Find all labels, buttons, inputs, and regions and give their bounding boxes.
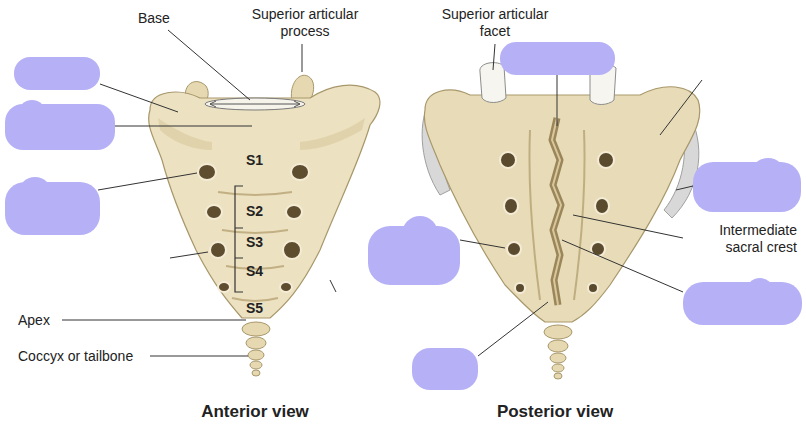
median-sacral-crest	[552, 118, 561, 305]
coccyx	[544, 325, 572, 339]
blank-label-cloud	[750, 158, 786, 194]
sacral-foramina	[210, 242, 226, 258]
bracket	[235, 186, 243, 292]
leader-lines	[557, 75, 558, 126]
segment-label: S1	[246, 152, 276, 169]
leader-lines	[150, 356, 248, 357]
view-caption: Anterior view	[170, 402, 340, 422]
coccyx	[550, 353, 566, 363]
coccyx	[544, 325, 572, 379]
transverse-ridges	[218, 192, 292, 195]
anterior-sacrum	[149, 75, 380, 376]
posterior-foramina	[588, 283, 598, 293]
lateral-ridges	[529, 130, 584, 300]
transverse-ridges	[218, 192, 292, 301]
transverse-ridges	[222, 230, 288, 233]
posterior-foramina	[598, 152, 614, 168]
blank-label-cloud	[746, 278, 774, 306]
part-label: Base	[138, 10, 198, 27]
sacral-foramina	[218, 282, 230, 292]
blank-label-cloud	[500, 42, 615, 75]
posterior-foramina	[595, 198, 609, 214]
coccyx	[548, 340, 568, 352]
leader-lines	[100, 84, 178, 112]
part-label: Coccyx or tailbone	[18, 348, 158, 365]
segment-label: S2	[246, 203, 276, 220]
view-caption: Posterior view	[465, 402, 645, 422]
ala-shading	[158, 118, 212, 150]
part-label: Superior articular facet	[430, 6, 560, 40]
posterior-foramina	[504, 198, 518, 214]
part-label: Superior articular process	[240, 6, 370, 40]
leader-lines	[330, 280, 336, 292]
leader-lines	[115, 126, 252, 127]
posterior-sacrum	[422, 63, 700, 379]
base-surface	[205, 98, 305, 110]
blank-label-cloud	[683, 282, 802, 325]
sacral-foramina	[198, 164, 216, 180]
posterior-foramina	[515, 283, 525, 293]
blank-label-cloud	[18, 100, 46, 128]
blank-label-cloud	[402, 216, 438, 252]
sacral-foramina	[198, 164, 309, 292]
lateral-ridges	[529, 130, 540, 300]
blank-label-cloud	[18, 177, 52, 211]
sacral-foramina	[283, 241, 301, 259]
sacral-foramina	[280, 282, 292, 292]
segment-label: S3	[246, 234, 276, 251]
leader-lines	[170, 252, 208, 258]
median-sacral-crest	[552, 118, 561, 305]
posterior-foramina	[507, 242, 521, 256]
base-arrow	[210, 101, 300, 107]
leader-lines	[676, 186, 693, 190]
posterior-foramina	[500, 152, 614, 293]
leader-lines	[562, 240, 683, 292]
coccyx	[252, 370, 260, 376]
part-label: Apex	[18, 312, 78, 329]
coccyx	[248, 350, 264, 360]
coccyx	[246, 337, 266, 349]
blank-label-cloud	[412, 348, 478, 390]
sacrum-body	[424, 87, 699, 322]
leader-lines	[168, 30, 250, 100]
sacral-foramina	[291, 164, 309, 180]
leader-lines	[460, 240, 505, 248]
leader-lines	[62, 30, 702, 356]
leader-lines	[62, 320, 246, 321]
leader-lines	[478, 302, 548, 356]
leader-lines	[573, 215, 683, 238]
ala-shading	[300, 118, 365, 150]
blank-label-cloud	[5, 42, 802, 390]
posterior-foramina	[500, 152, 516, 168]
lateral-ridges	[574, 130, 585, 300]
sacrum-body	[149, 85, 380, 318]
leader-lines	[98, 173, 197, 190]
coccyx	[242, 322, 270, 376]
sacral-foramina	[286, 205, 302, 219]
coccyx	[250, 361, 262, 369]
leader-lines	[493, 44, 495, 70]
coccyx	[554, 373, 562, 379]
blank-label-cloud	[14, 57, 100, 90]
leader-lines	[302, 44, 303, 72]
coccyx	[242, 322, 270, 336]
segment-label: S4	[246, 263, 276, 280]
part-label: Intermediate sacral crest	[685, 222, 797, 256]
leader-lines	[660, 80, 702, 135]
blank-label-cloud	[693, 162, 801, 212]
segment-label: S5	[246, 300, 276, 317]
sacral-foramina	[206, 205, 222, 219]
coccyx	[552, 364, 564, 372]
